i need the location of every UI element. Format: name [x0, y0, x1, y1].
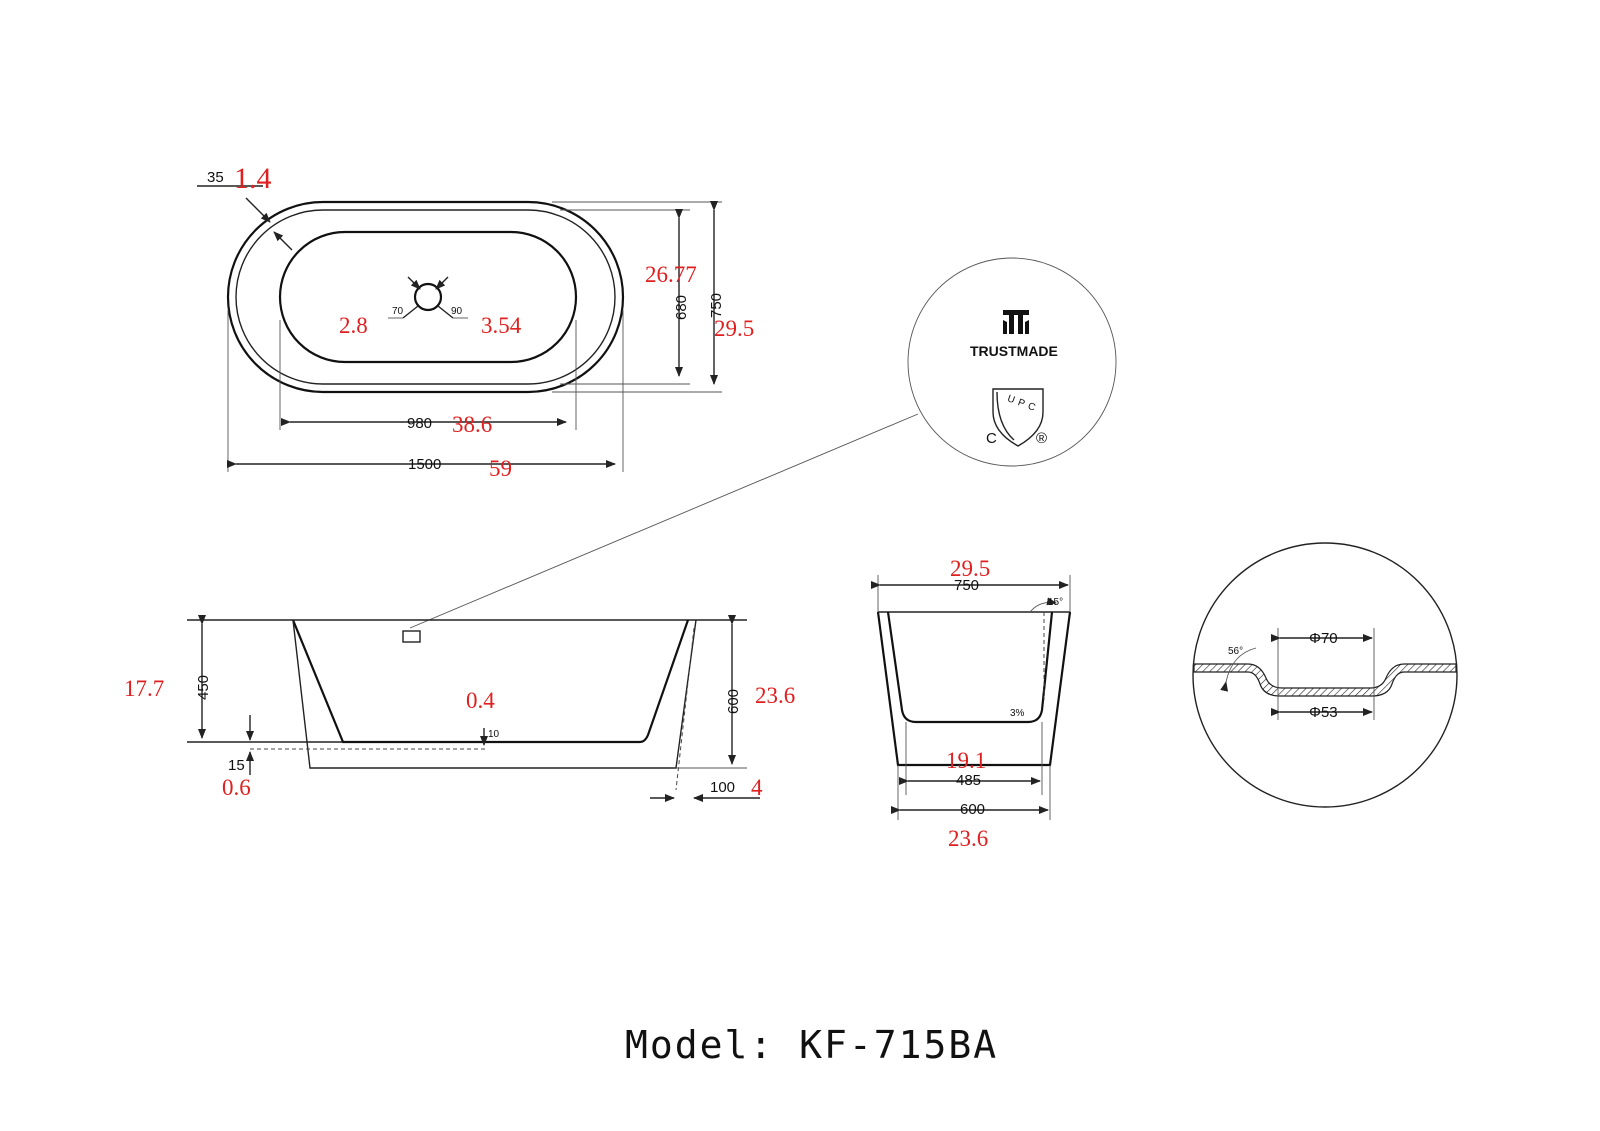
drain-inner-dia: Φ53 — [1309, 704, 1338, 721]
upc-shield-icon — [992, 388, 1044, 447]
overall-width-mm: 750 — [708, 293, 725, 318]
floor-gap-in: 0.6 — [222, 775, 251, 800]
inner-base-in: 19.1 — [946, 748, 986, 773]
rim-dim-in: 1.4 — [234, 162, 272, 195]
end-top-width-mm: 750 — [954, 577, 979, 594]
inner-width-in: 26.77 — [645, 262, 697, 287]
overall-height-in: 23.6 — [755, 683, 795, 708]
slope-in: 0.4 — [466, 688, 495, 713]
base-width-in: 23.6 — [948, 826, 988, 851]
drain-symbol — [388, 276, 468, 319]
slope-mm: 10 — [488, 729, 500, 740]
rim-dim-mm: 35 — [207, 169, 224, 186]
end-view: 29.5 750 15° 3% 19.1 485 600 23.6 — [871, 556, 1072, 851]
drain-section-hatch — [1193, 663, 1457, 697]
top-view: 35 1.4 980 38.6 1500 59 680 26.77 750 29… — [197, 162, 754, 481]
drain-outer-dia: Φ70 — [1309, 630, 1338, 647]
drain-right-mm: 90 — [451, 306, 463, 317]
end-angle: 15° — [1048, 597, 1063, 608]
model-label: Model: KF-715BA — [625, 1023, 998, 1067]
overall-width-in: 29.5 — [714, 316, 754, 341]
tub-inner-outline — [278, 230, 578, 364]
base-offset-in: 4 — [751, 775, 763, 800]
inner-depth-in: 17.7 — [124, 676, 164, 701]
side-view: 450 17.7 600 23.6 15 0.6 10 0.4 100 4 — [124, 615, 795, 802]
base-width-mm: 600 — [960, 801, 985, 818]
drain-left-in: 2.8 — [339, 313, 368, 338]
trustmade-logo-icon — [1003, 310, 1029, 334]
inner-length-in: 38.6 — [452, 412, 492, 437]
overall-length-in: 59 — [489, 456, 512, 481]
floor-gap-mm: 15 — [228, 757, 245, 774]
tub-rim-outline — [235, 209, 616, 385]
inner-depth-mm: 450 — [195, 675, 212, 700]
end-top-width-in: 29.5 — [950, 556, 990, 581]
base-offset-mm: 100 — [710, 779, 735, 796]
inner-base-mm: 485 — [956, 772, 981, 789]
inner-width-mm: 680 — [673, 295, 690, 320]
drain-right-in: 3.54 — [481, 313, 522, 338]
cert-letters: UPC — [1006, 393, 1041, 415]
cert-c: C — [986, 430, 997, 447]
overall-height-mm: 600 — [725, 689, 742, 714]
cert-r: ® — [1036, 430, 1047, 447]
inner-length-mm: 980 — [407, 415, 432, 432]
drain-detail: 56° Φ70 Φ53 — [1192, 542, 1458, 808]
brand-name: TRUSTMADE — [970, 343, 1058, 359]
floor-slope: 3% — [1010, 708, 1025, 719]
overall-length-mm: 1500 — [408, 456, 441, 473]
drain-left-mm: 70 — [392, 306, 404, 317]
tub-outer-outline — [226, 200, 625, 394]
drain-angle: 56° — [1228, 646, 1243, 657]
